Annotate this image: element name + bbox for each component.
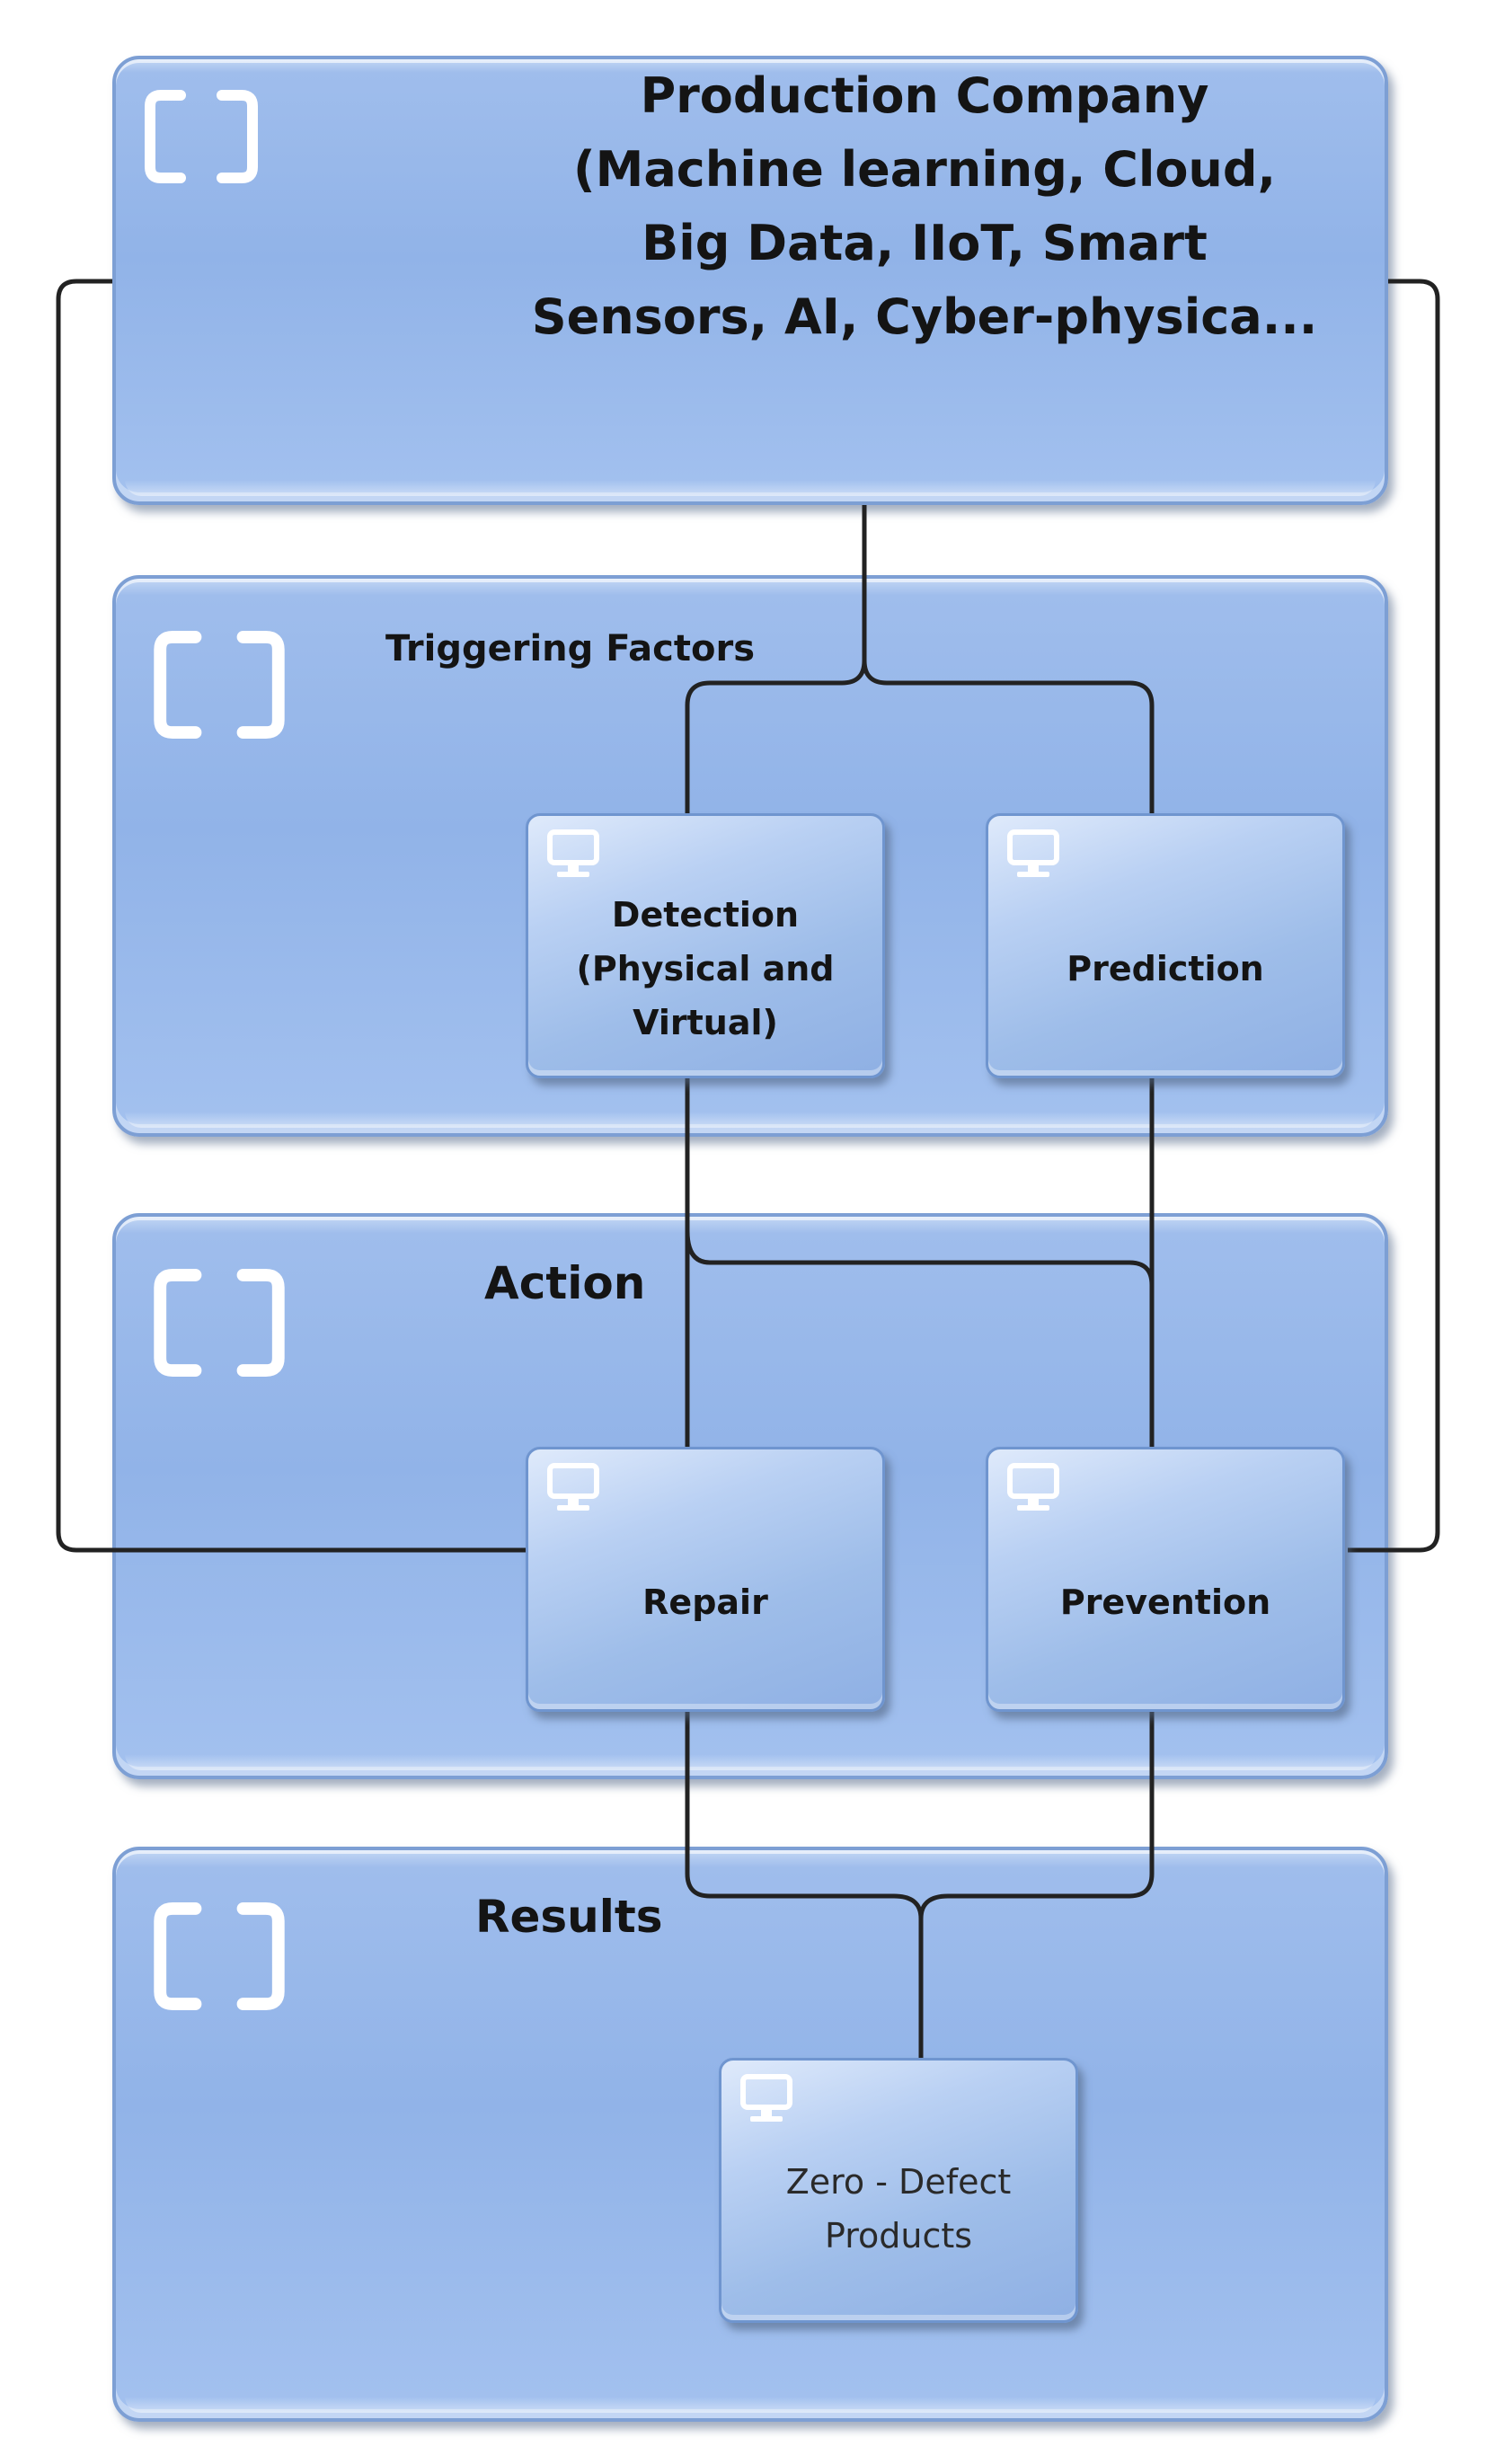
bracket-frame-icon (154, 1269, 285, 1377)
group-title-triggering-factors: Triggering Factors (385, 628, 756, 669)
group-title-production-company: Production Company (Machine learning, Cl… (531, 67, 1318, 345)
monitor-icon (1007, 829, 1059, 877)
bracket-frame-icon (145, 90, 258, 183)
node-detection[interactable]: Detection (Physical and Virtual) (526, 813, 885, 1078)
node-zero-defect-products[interactable]: Zero - Defect Products (719, 2058, 1078, 2323)
node-label-detection: Detection (Physical and Virtual) (576, 895, 835, 1042)
node-label-prediction: Prediction (1067, 949, 1264, 988)
monitor-icon (740, 2074, 792, 2122)
node-label-zero-defect-products: Zero - Defect Products (785, 2162, 1012, 2256)
group-title-results: Results (475, 1891, 663, 1943)
node-label-repair: Repair (642, 1582, 768, 1622)
node-label-prevention: Prevention (1059, 1582, 1271, 1622)
bracket-frame-icon (154, 1901, 285, 2010)
monitor-icon (547, 829, 599, 877)
node-repair[interactable]: Repair (526, 1447, 885, 1712)
node-prediction[interactable]: Prediction (986, 813, 1345, 1078)
group-title-action: Action (484, 1257, 646, 1309)
monitor-icon (547, 1463, 599, 1511)
group-production-company[interactable]: Production Company (Machine learning, Cl… (112, 56, 1388, 505)
node-prevention[interactable]: Prevention (986, 1447, 1345, 1712)
monitor-icon (1007, 1463, 1059, 1511)
bracket-frame-icon (154, 631, 285, 739)
